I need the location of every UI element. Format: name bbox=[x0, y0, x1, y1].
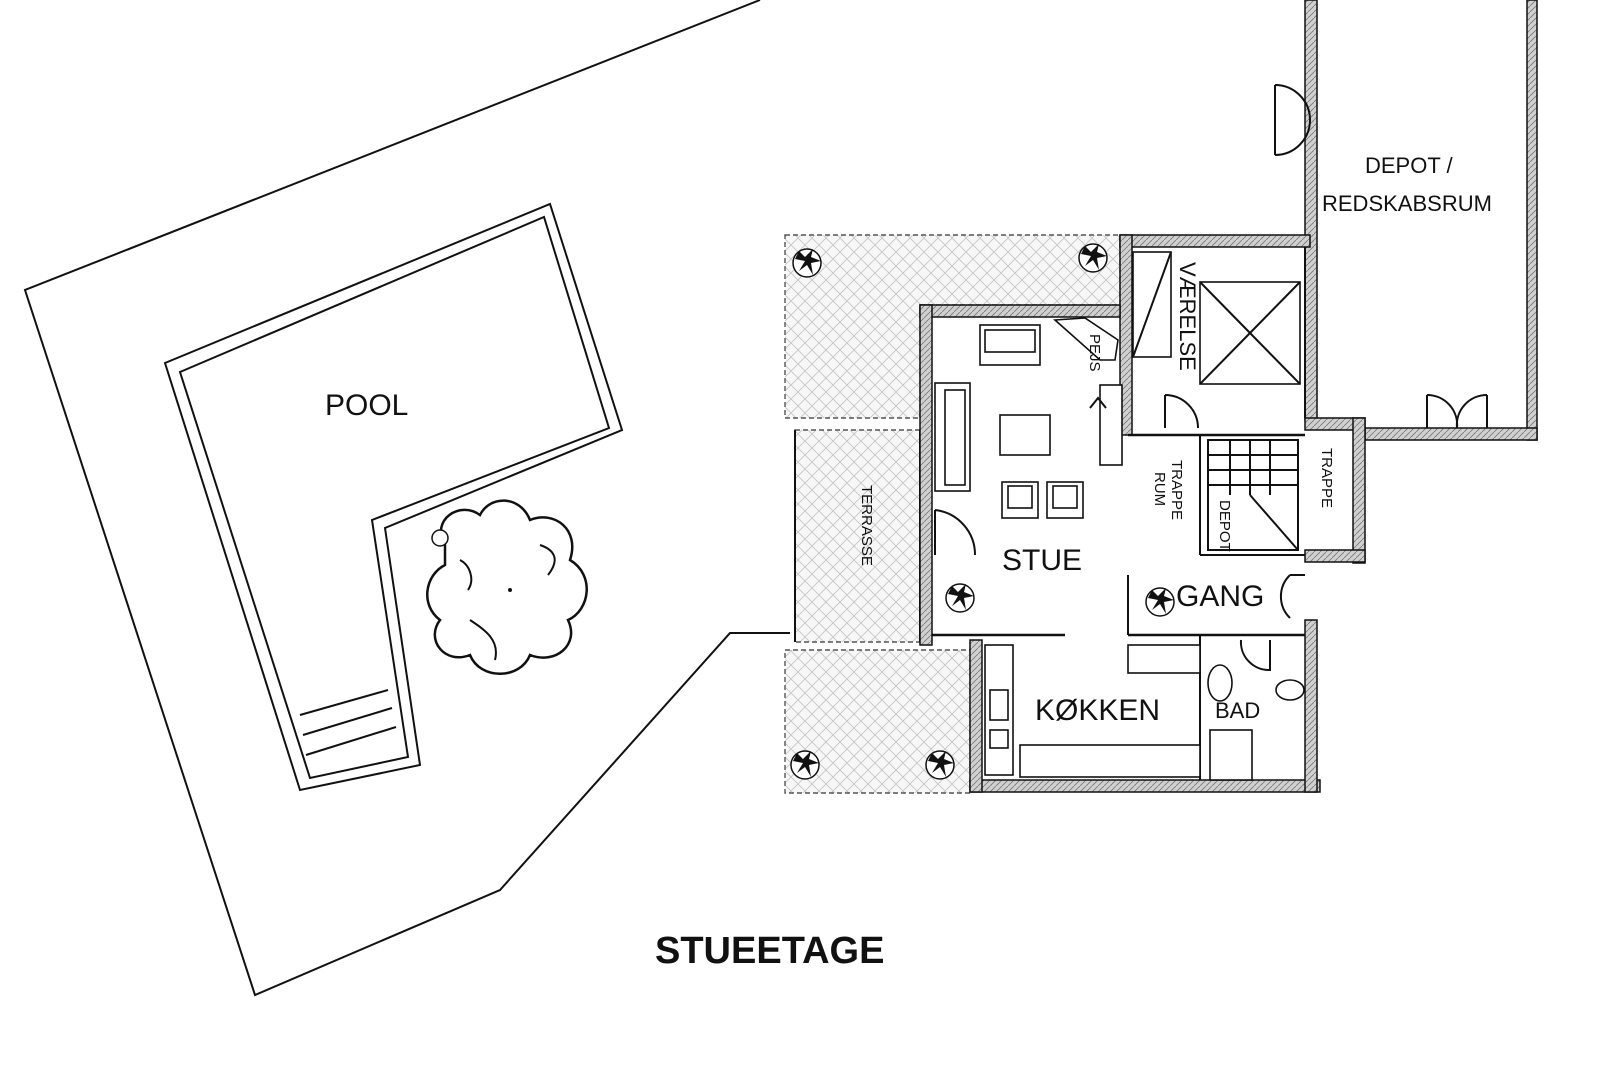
pool bbox=[163, 202, 624, 792]
label-stue: STUE bbox=[1002, 544, 1082, 577]
label-trappe: TRAPPE bbox=[1318, 448, 1335, 508]
label-pool: POOL bbox=[325, 389, 408, 422]
label-koekken: KØKKEN bbox=[1035, 694, 1160, 727]
fireplace bbox=[1053, 317, 1123, 466]
potted-plant-icon bbox=[790, 750, 820, 780]
house-walls bbox=[919, 234, 1366, 793]
stairs-icon bbox=[1207, 439, 1299, 551]
coffee-table bbox=[999, 414, 1051, 456]
label-vaerelse: VÆRELSE bbox=[1175, 262, 1200, 371]
shower bbox=[1209, 729, 1253, 781]
wardrobe bbox=[1132, 251, 1172, 358]
drawing-title: STUEETAGE bbox=[655, 930, 884, 972]
potted-plant-icon bbox=[945, 583, 975, 613]
armchairs bbox=[1001, 481, 1084, 519]
sofa-long bbox=[934, 382, 971, 492]
toilet bbox=[1207, 664, 1305, 702]
label-pejs: PEJS bbox=[1086, 334, 1103, 372]
label-redskabsrum: REDSKABSRUM bbox=[1322, 191, 1492, 216]
label-bad: BAD bbox=[1215, 698, 1260, 723]
label-depot: DEPOT / bbox=[1365, 153, 1454, 178]
sofa bbox=[979, 324, 1041, 366]
potted-plant-icon bbox=[1145, 587, 1175, 617]
potted-plant-icon bbox=[792, 248, 822, 278]
potted-plant-icon bbox=[1078, 243, 1108, 273]
label-terrasse: TERRASSE bbox=[858, 485, 875, 566]
door-swing-icon bbox=[1164, 394, 1199, 429]
door-swing-icon bbox=[1239, 639, 1271, 672]
label-trapperum: TRAPPE bbox=[1168, 460, 1185, 520]
kitchen-counter bbox=[984, 644, 1201, 778]
potted-plant-icon bbox=[925, 750, 955, 780]
door-swing-icon bbox=[1280, 574, 1305, 619]
label-gang: GANG bbox=[1176, 580, 1264, 613]
label-depot-small: DEPOT bbox=[1216, 500, 1233, 552]
depot-building bbox=[1274, 0, 1538, 441]
label-trapperum-2: RUM bbox=[1151, 472, 1168, 506]
tree-icon bbox=[426, 499, 588, 675]
site-boundary bbox=[23, 0, 790, 997]
bed bbox=[1199, 281, 1301, 385]
door-swing-icon bbox=[934, 509, 977, 556]
